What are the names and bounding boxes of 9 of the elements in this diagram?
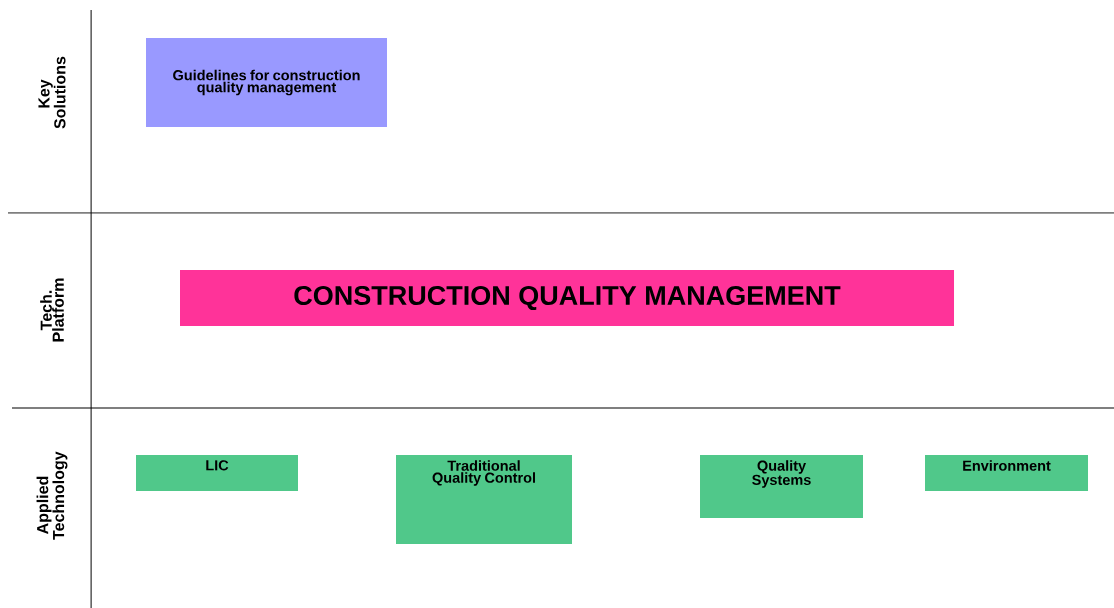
row-label: Key Solutions: [38, 56, 66, 129]
technology-box: Quality Systems: [700, 455, 863, 518]
row-label: Tech. Platform: [40, 278, 64, 342]
technology-box: Environment: [925, 455, 1088, 491]
title-box: CONSTRUCTION QUALITY MANAGEMENT: [180, 270, 954, 326]
technology-box: LIC: [136, 455, 298, 491]
solution-box: Guidelines for construction quality management: [146, 38, 387, 127]
technology-box: Traditional Quality Control: [396, 455, 572, 544]
row-label: Applied Technology: [36, 451, 68, 540]
